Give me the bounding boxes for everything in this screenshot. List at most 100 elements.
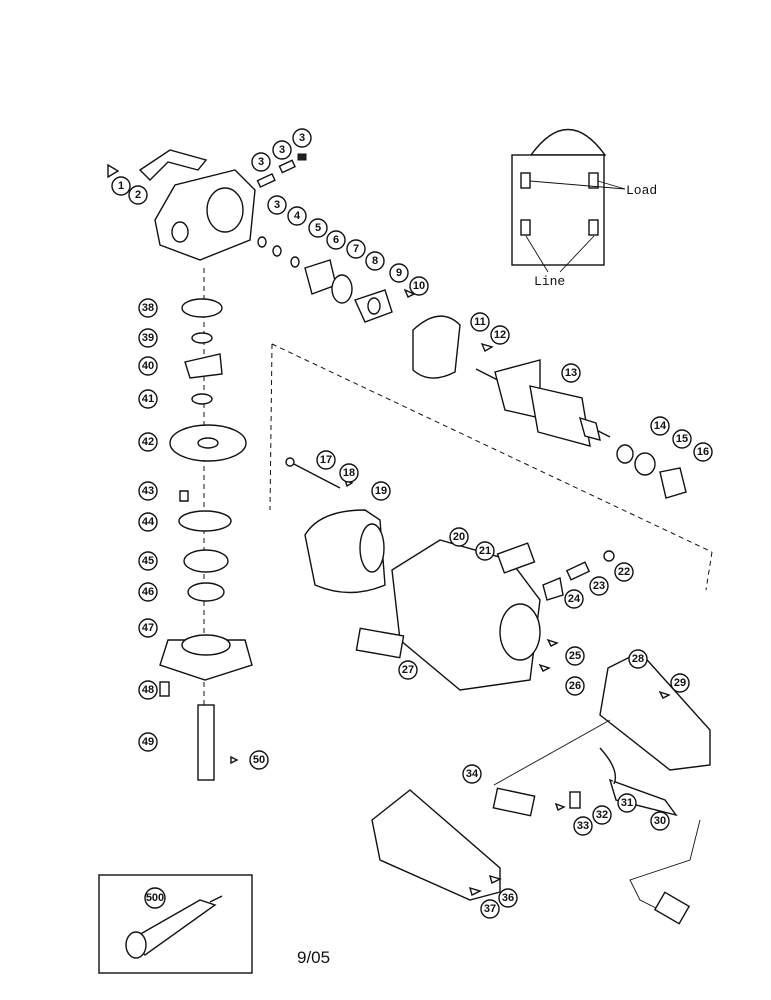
callout-number: 29 [674, 677, 686, 689]
motor-housing-assembly [285, 457, 615, 691]
seal-46 [187, 582, 225, 602]
terminal-line-left [520, 219, 531, 236]
washer-4 [257, 236, 267, 248]
screw-25 [546, 638, 559, 647]
callout-14: 14 [650, 416, 670, 436]
callout-15: 15 [672, 429, 692, 449]
ring-6 [290, 256, 300, 268]
wiring-inset: Load Line [511, 129, 657, 289]
callout-number: 12 [494, 329, 506, 341]
screw-10 [403, 288, 416, 298]
callout-50: 50 [249, 750, 269, 770]
callout-number: 13 [565, 367, 577, 379]
bearing-15 [634, 452, 656, 476]
callout-3: 3 [292, 128, 312, 148]
callout-number: 3 [279, 144, 285, 156]
callout-43: 43 [138, 481, 158, 501]
callout-number: 36 [502, 892, 514, 904]
callout-10: 10 [409, 276, 429, 296]
callout-number: 500 [146, 892, 164, 904]
label-21 [496, 542, 536, 574]
callout-5: 5 [308, 218, 328, 238]
spring [256, 172, 276, 188]
callout-8: 8 [365, 251, 385, 271]
shaft-lock-2 [138, 149, 208, 181]
spindle-stack [159, 268, 253, 781]
callout-4: 4 [287, 206, 307, 226]
spindle-49 [197, 704, 215, 781]
callout-47: 47 [138, 618, 158, 638]
nameplate-27 [355, 627, 405, 659]
carbon-brush-23 [565, 561, 591, 581]
callout-number: 7 [353, 243, 359, 255]
callout-18: 18 [339, 463, 359, 483]
callout-number: 3 [258, 156, 264, 168]
handle-assembly [371, 651, 711, 925]
callout-32: 32 [592, 805, 612, 825]
callout-number: 41 [142, 393, 154, 405]
callout-33: 33 [573, 816, 593, 836]
callout-44: 44 [138, 512, 158, 532]
bearing-45 [183, 549, 229, 573]
callout-number: 15 [676, 433, 688, 445]
callout-number: 28 [632, 653, 644, 665]
lock-pin [278, 159, 296, 174]
callout-16: 16 [693, 442, 713, 462]
screw-1 [107, 163, 120, 179]
ring-39 [191, 332, 213, 344]
callout-number: 27 [402, 664, 414, 676]
callout-500: 500 [144, 887, 166, 909]
callout-group: 1233334567891011121314151617181920212223… [111, 128, 713, 919]
callout-number: 48 [142, 684, 154, 696]
terminal-load-left [520, 172, 531, 189]
load-label: Load [626, 183, 657, 198]
callout-48: 48 [138, 680, 158, 700]
callout-3: 3 [272, 140, 292, 160]
callout-19: 19 [371, 481, 391, 501]
callout-31: 31 [617, 793, 637, 813]
terminal-load-right [588, 172, 599, 189]
callout-number: 32 [596, 809, 608, 821]
cord-clamp-32 [569, 791, 581, 809]
callout-41: 41 [138, 389, 158, 409]
callout-27: 27 [398, 660, 418, 680]
callout-38: 38 [138, 298, 158, 318]
callout-number: 4 [294, 210, 301, 222]
callout-number: 10 [413, 280, 425, 292]
callout-26: 26 [565, 676, 585, 696]
callout-number: 25 [569, 650, 581, 662]
screw-33 [554, 802, 566, 811]
callout-number: 5 [315, 222, 321, 234]
callout-7: 7 [346, 239, 366, 259]
callout-number: 39 [142, 332, 154, 344]
callout-number: 33 [577, 820, 589, 832]
callout-24: 24 [564, 589, 584, 609]
callout-37: 37 [480, 899, 500, 919]
screw-48 [159, 681, 170, 697]
baffle-plate-11 [412, 315, 461, 379]
commutator [578, 416, 601, 441]
callout-6: 6 [326, 230, 346, 250]
ring-41 [191, 393, 213, 405]
callout-number: 45 [142, 555, 154, 567]
gear-housing-assembly [107, 149, 494, 379]
callout-number: 31 [621, 797, 633, 809]
armature-core [529, 385, 591, 447]
callout-49: 49 [138, 732, 158, 752]
callout-20: 20 [449, 527, 469, 547]
callout-number: 3 [274, 199, 280, 211]
callout-number: 24 [568, 593, 581, 605]
callout-30: 30 [650, 811, 670, 831]
brush-cap-22 [603, 550, 615, 562]
brush-holder-24 [542, 577, 564, 601]
bearing-38 [181, 298, 223, 318]
switch-dome [529, 129, 607, 156]
side-handle-inset [98, 874, 253, 974]
callout-number: 3 [299, 132, 305, 144]
callout-3: 3 [251, 152, 271, 172]
screw-29 [658, 690, 671, 699]
callout-number: 2 [135, 189, 141, 201]
callout-number: 18 [343, 467, 355, 479]
callout-number: 37 [484, 903, 496, 915]
screw-43 [179, 490, 189, 502]
